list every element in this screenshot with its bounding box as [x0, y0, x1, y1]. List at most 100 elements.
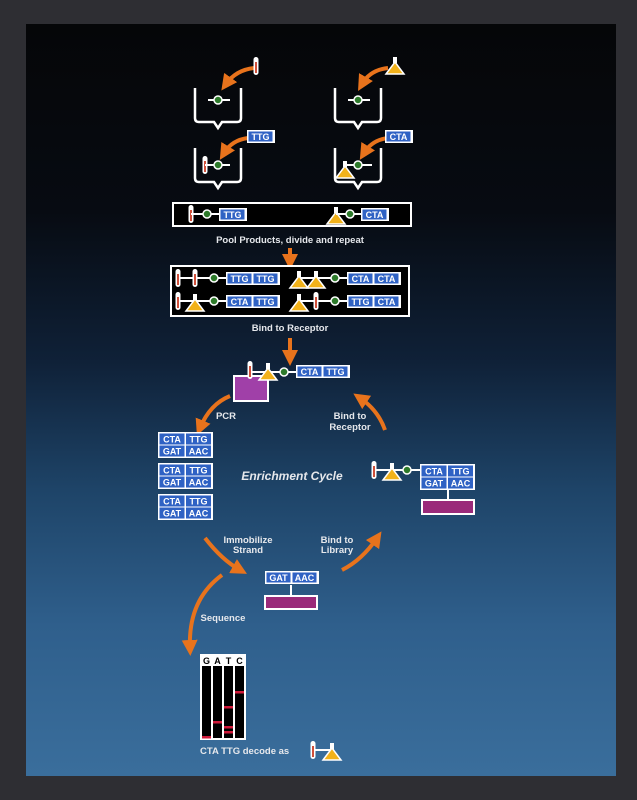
codon-cell — [186, 507, 211, 519]
codon-cell — [292, 572, 317, 583]
orange-arrow — [359, 136, 389, 160]
codon-cell — [448, 465, 473, 477]
flask-body — [381, 466, 403, 481]
flask-body — [257, 366, 279, 381]
sequence-arrow — [181, 573, 224, 656]
codon-cell — [248, 131, 273, 142]
codon-text: CTA — [352, 274, 370, 284]
flask-neck — [297, 294, 301, 300]
bead-icon — [353, 160, 363, 170]
test-tube-icon — [253, 57, 259, 75]
codon-text: TTG — [452, 467, 470, 477]
codon-text: TTG — [352, 297, 370, 307]
bead-icon — [209, 296, 219, 306]
codon-cell — [448, 477, 473, 489]
codon-text: GAT — [163, 447, 182, 457]
codon-ttg: TTG — [247, 130, 275, 143]
codon-cell — [186, 476, 211, 488]
flask-body — [305, 274, 327, 289]
reaction-vessel — [193, 148, 243, 191]
codon-cell — [348, 273, 373, 284]
flask-icon — [257, 363, 279, 381]
test-tube-icon — [371, 461, 377, 479]
codon-text: CTA — [378, 274, 396, 284]
codon-text: AAC — [295, 573, 315, 583]
bead-icon — [202, 209, 212, 219]
flask-neck — [266, 363, 270, 369]
codon-text: AAC — [189, 447, 209, 457]
codon-text: TTG — [257, 274, 275, 284]
bind-library-line2: Library — [321, 545, 354, 556]
receptor-block — [421, 499, 475, 515]
gel-lane-label: C — [236, 656, 243, 666]
codon-text: TTG — [190, 435, 208, 445]
orange-arrow — [219, 136, 249, 160]
codon-text: CTA — [425, 467, 443, 477]
codon-cell — [186, 445, 211, 457]
codon-text: CTA — [163, 466, 181, 476]
sequence-label: Sequence — [201, 613, 246, 624]
flask-body — [288, 297, 310, 312]
flask-icon — [381, 463, 403, 481]
test-tube-icon — [192, 269, 198, 287]
codon-cell — [159, 476, 185, 488]
codon-text: AAC — [451, 479, 471, 489]
codon-cell — [186, 495, 211, 507]
tube-fill — [177, 297, 179, 308]
flask-body — [288, 274, 310, 289]
gel-band — [224, 706, 233, 709]
test-tube-icon — [247, 361, 253, 379]
flask-neck — [297, 271, 301, 277]
codon-cell — [253, 296, 278, 307]
bead-icon — [402, 465, 412, 475]
flask-body — [321, 746, 343, 761]
tube-fill — [190, 210, 192, 221]
bind-to-receptor-line2: Receptor — [329, 422, 370, 433]
codon-cell — [159, 433, 185, 445]
gel-band — [224, 731, 233, 734]
codon-cell — [253, 273, 278, 284]
gel-lane-label: T — [226, 656, 232, 666]
diagram-slide — [26, 24, 616, 776]
bead-icon — [353, 95, 363, 105]
tube-fill — [194, 274, 196, 285]
codon-text: CTA — [231, 297, 249, 307]
codon-text: CTA — [378, 297, 396, 307]
codon-cell — [297, 366, 322, 377]
flask-neck — [330, 743, 334, 749]
flask-body — [384, 60, 406, 75]
codon-text: CTA — [366, 210, 384, 220]
tube-fill — [204, 161, 206, 172]
tube-fill — [177, 274, 179, 285]
tube-fill — [315, 297, 317, 308]
tube-fill — [249, 366, 251, 377]
gel-band — [213, 721, 222, 724]
pcr-product: CTA TTG GAT AAC — [158, 432, 213, 458]
pcr-arrow — [195, 394, 231, 436]
flask-neck — [393, 57, 397, 63]
bead-icon — [345, 209, 355, 219]
codon-cell — [348, 296, 373, 307]
codon-text: CTA — [163, 435, 181, 445]
gel-lane-label: G — [203, 656, 210, 666]
codon-text: TTG — [257, 297, 275, 307]
codon-cell — [159, 495, 185, 507]
enrichment-cycle-title: Enrichment Cycle — [241, 469, 343, 483]
flask-body — [184, 297, 206, 312]
codon-cta: CTA — [385, 130, 413, 143]
tube-fill — [255, 62, 257, 73]
codon-cell — [323, 366, 348, 377]
codon-cell — [186, 433, 211, 445]
codon-text: CTA — [301, 367, 319, 377]
flask-body — [334, 164, 356, 179]
bind-library-arrow — [341, 531, 382, 572]
flask-icon — [288, 271, 310, 289]
codon-cell — [421, 477, 447, 489]
bead-icon — [213, 95, 223, 105]
reaction-vessel — [193, 88, 243, 131]
gel-band — [224, 726, 233, 729]
